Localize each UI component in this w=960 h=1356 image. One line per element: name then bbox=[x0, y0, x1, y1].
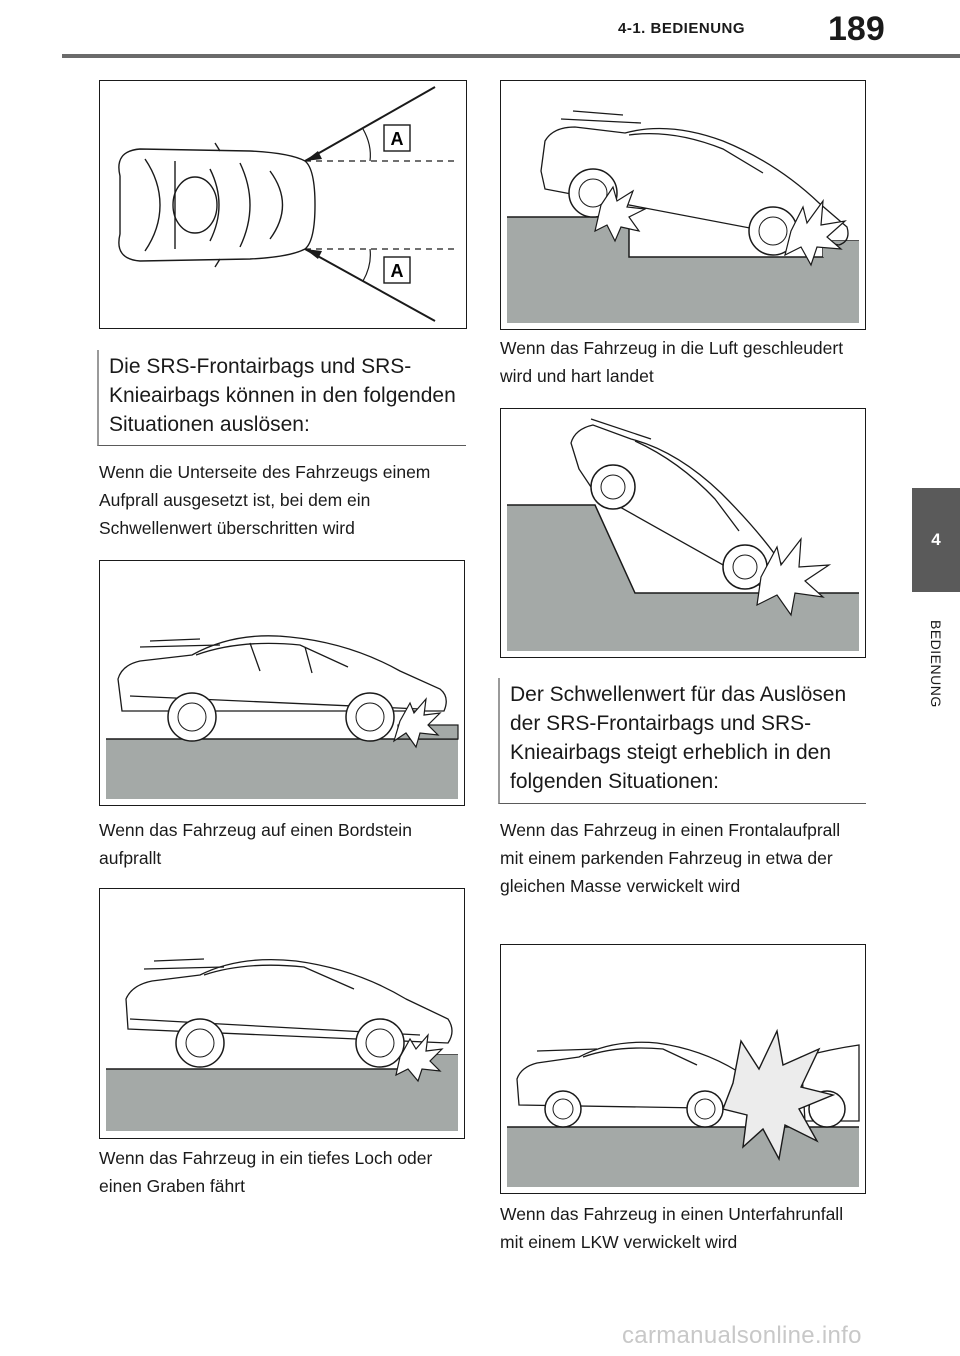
chapter-number: 4 bbox=[931, 530, 941, 549]
figure-underride bbox=[500, 944, 866, 1194]
section-title: 4-1. BEDIENUNG bbox=[618, 20, 746, 37]
info-box-threshold-text: Der Schwellenwert für das Auslö­sen der … bbox=[510, 683, 847, 793]
caption-frontal-parked: Wenn das Fahrzeug in einen Frontal­aufpr… bbox=[500, 820, 841, 896]
top-view-car-illustration: A A bbox=[118, 86, 456, 322]
caption-underride: Wenn das Fahrzeug in einen Unterfah­runf… bbox=[500, 1204, 844, 1252]
marker-a-upper: A bbox=[391, 129, 404, 149]
header-rule bbox=[62, 54, 960, 58]
caption-underside-impact: Wenn die Unterseite des Fahrzeugs einem … bbox=[99, 462, 431, 538]
deep-hole-illustration bbox=[106, 958, 458, 1131]
curb-impact-illustration bbox=[106, 635, 459, 799]
underride-illustration bbox=[507, 1028, 860, 1187]
hard-landing-illustration bbox=[507, 110, 859, 323]
page-number: 189 bbox=[828, 10, 885, 48]
figure-curb-impact bbox=[99, 560, 465, 806]
info-box-deploy-text: Die SRS-Frontairbags und SRS-Knieairbags… bbox=[109, 355, 456, 436]
figure-top-view: A A bbox=[99, 80, 467, 329]
chapter-label: BEDIENUNG bbox=[928, 620, 944, 708]
figure-steep-drop bbox=[500, 408, 866, 658]
figure-hard-landing bbox=[500, 80, 866, 330]
watermark: carmanualsonline.info bbox=[622, 1322, 862, 1349]
chapter-tab-label: BEDIENUNG bbox=[912, 604, 960, 724]
caption-hard-landing: Wenn das Fahrzeug in die Luft geschleude… bbox=[500, 338, 844, 386]
chapter-tab: 4 bbox=[912, 488, 960, 592]
caption-curb: Wenn das Fahrzeug auf einen Bord­stein a… bbox=[99, 820, 412, 868]
info-box-deploy: Die SRS-Frontairbags und SRS-Knieairbags… bbox=[97, 350, 466, 446]
marker-a-lower: A bbox=[391, 261, 404, 281]
caption-deep-hole: Wenn das Fahrzeug in ein tiefes Loch ode… bbox=[99, 1148, 433, 1196]
figure-deep-hole bbox=[99, 888, 465, 1139]
steep-drop-illustration bbox=[507, 418, 859, 651]
info-box-threshold: Der Schwellenwert für das Auslö­sen der … bbox=[498, 678, 866, 804]
